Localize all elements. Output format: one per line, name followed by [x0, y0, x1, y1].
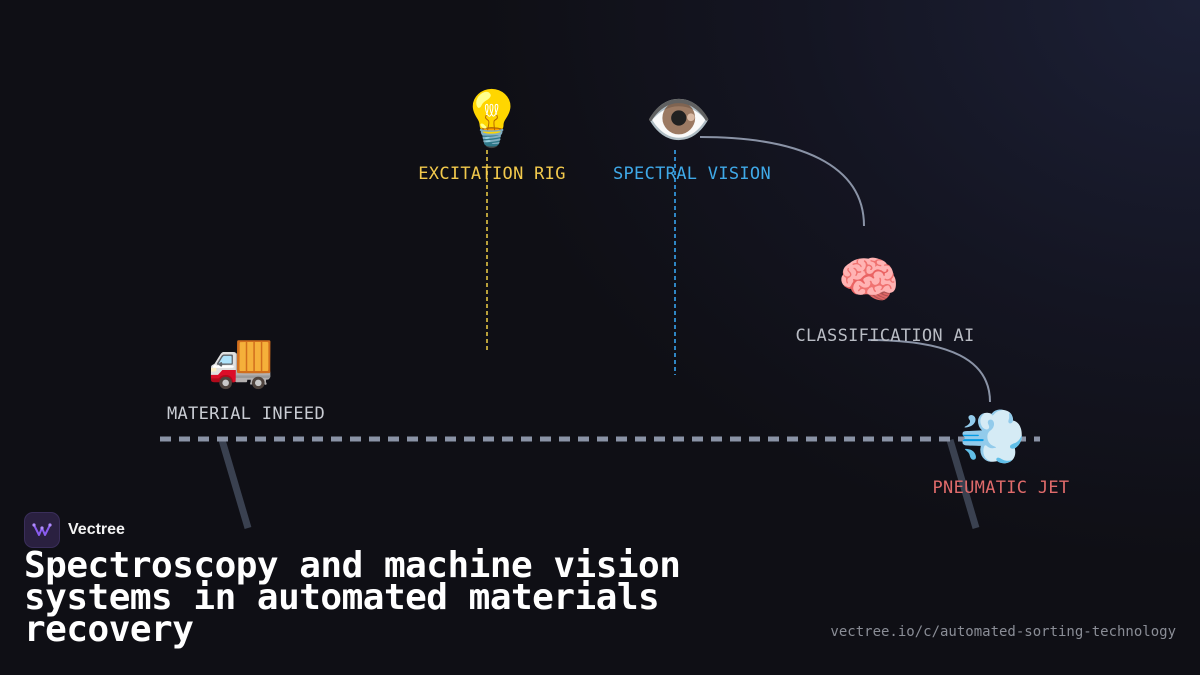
truck-icon: 🚚 — [207, 328, 275, 391]
node-pneumatic-jet: 💨 PNEUMATIC JET — [930, 404, 1072, 498]
page-url[interactable]: vectree.io/c/automated-sorting-technolog… — [830, 624, 1176, 640]
conveyor-leg-right — [946, 439, 980, 529]
vectree-logo-icon — [24, 512, 60, 548]
node-material-infeed: 🚚 MATERIAL INFEED — [166, 328, 326, 424]
vision-to-classification-connector — [699, 136, 865, 227]
pneumatic-jet-label: PNEUMATIC JET — [932, 478, 1070, 498]
brain-icon: 🧠 — [837, 251, 901, 309]
conveyor-leg-left — [218, 439, 252, 529]
classification-to-jet-connector — [867, 339, 991, 403]
eye-icon: 👁️ — [645, 88, 713, 151]
node-spectral-vision: 👁️ SPECTRAL VISION — [612, 90, 772, 185]
brand-name: Vectree — [68, 521, 125, 538]
brand[interactable]: Vectree — [24, 512, 125, 548]
wind-icon: 💨 — [959, 405, 1027, 468]
excitation-rig-label: EXCITATION RIG — [418, 164, 566, 184]
material-infeed-label: MATERIAL INFEED — [166, 404, 326, 424]
lightbulb-icon: 💡 — [458, 87, 526, 150]
spectral-vision-label: SPECTRAL VISION — [612, 164, 772, 184]
node-classification-ai: 🧠 CLASSIFICATION AI — [795, 250, 975, 346]
page-title: Spectroscopy and machine vision systems … — [24, 545, 681, 650]
classification-ai-label: CLASSIFICATION AI — [795, 326, 975, 346]
node-excitation-rig: 💡 EXCITATION RIG — [418, 84, 566, 184]
